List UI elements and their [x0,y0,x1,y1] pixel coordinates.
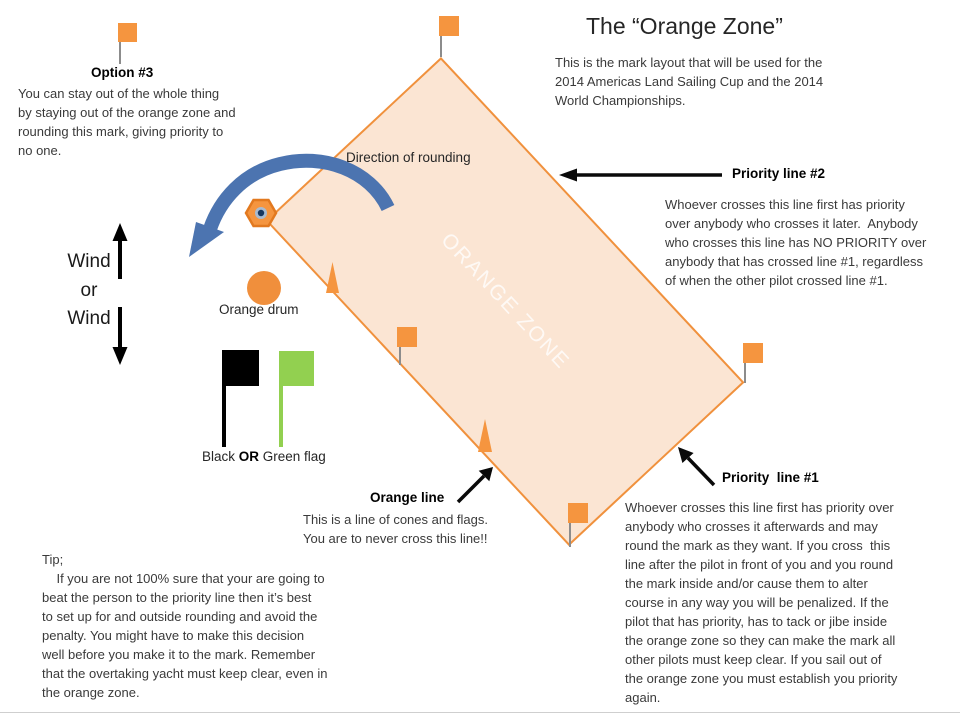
intro-paragraph: This is the mark layout that will be use… [555,55,824,108]
rounding-direction-arrow-icon [189,153,395,257]
edge-flag-icon [397,327,417,347]
tip-heading: Tip; [42,552,64,567]
flag-legend-green-text: Green flag [259,449,326,464]
black-flag-pole [222,386,226,447]
edge-flag-pole [399,347,401,365]
green-flag-pole [279,386,283,447]
priority-line1-heading: Priority line #1 [722,470,819,485]
right-corner-flag-icon [743,343,763,363]
wind-or-label: or [80,279,98,301]
bottom-corner-flag-pole [569,523,571,547]
orange-line-paragraph: This is a line of cones and flags. You a… [303,512,488,546]
direction-of-rounding-label: Direction of rounding [346,150,471,165]
page-title: The “Orange Zone” [586,13,783,39]
option3-flag-icon [118,23,137,42]
wind-top-label: Wind [67,251,111,272]
green-flag-icon [279,351,314,386]
rounding-mark-hexagon-icon [244,198,278,228]
wind-direction-arrows-icon [112,223,128,365]
option3-paragraph: You can stay out of the whole thing by s… [18,86,236,158]
orange-drum-label: Orange drum [219,302,299,317]
tip-paragraph: If you are not 100% sure that your are g… [42,571,328,700]
orange-zone-watermark: ORANGE ZONE [436,228,575,374]
wind-label: Wind or Wind [56,248,122,334]
top-corner-flag-pole [440,36,442,57]
bottom-corner-flag-icon [568,503,588,523]
slide-bottom-border [0,712,960,713]
priority-line2-arrow-icon [559,168,722,182]
priority-line2-paragraph: Whoever crosses this line first has prio… [665,197,927,288]
orange-drum-icon [247,271,281,305]
orange-line-heading: Orange line [370,490,445,505]
option3-flag-pole [119,42,121,64]
priority-line2-heading: Priority line #2 [732,166,826,181]
top-corner-flag-icon [439,16,459,36]
orange-line-arrow-icon [456,467,493,504]
option3-heading: Option #3 [91,65,154,80]
black-flag-icon [222,350,259,386]
priority-line1-arrow-icon [678,447,716,487]
flag-legend-label: Black OR Green flag [202,449,326,464]
wind-bottom-label: Wind [67,308,111,329]
flag-legend-black-text: Black [202,449,239,464]
flag-legend-or-text: OR [238,449,260,464]
priority-line1-paragraph: Whoever crosses this line first has prio… [625,500,898,705]
right-corner-flag-pole [744,363,746,383]
